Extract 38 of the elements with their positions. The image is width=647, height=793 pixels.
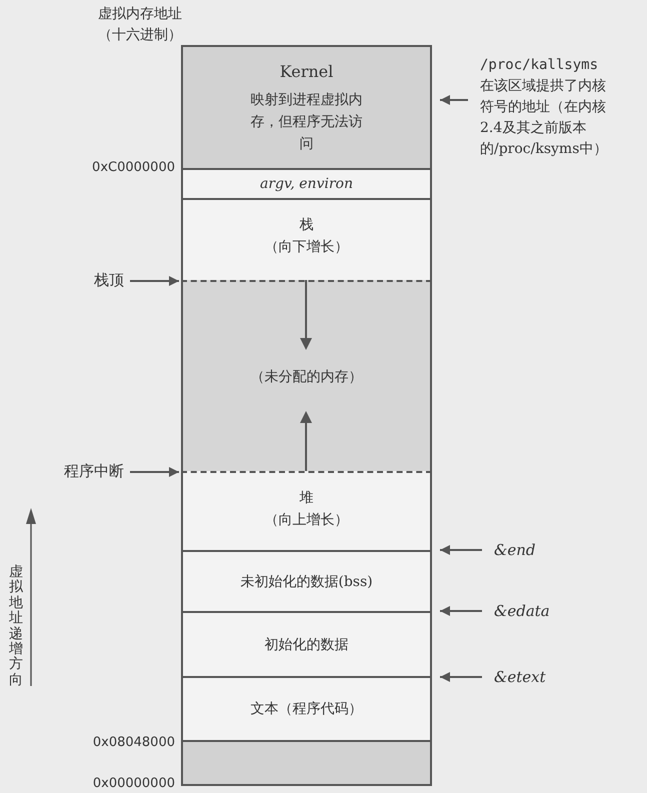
segment-label: 堆 bbox=[300, 489, 314, 508]
segment-label: 初始化的数据 bbox=[264, 636, 348, 654]
pointer-label: 程序中断 bbox=[30, 460, 124, 482]
memory-segment bbox=[181, 740, 432, 786]
axis-title: 虚拟内存地址（十六进制） bbox=[97, 5, 183, 45]
arrow bbox=[440, 606, 482, 616]
arrow bbox=[130, 276, 179, 286]
axis-label: 虚拟地址递增方向 bbox=[9, 565, 23, 688]
pointer-label: &end bbox=[494, 538, 574, 562]
memory-segment bbox=[181, 611, 432, 676]
memory-segment bbox=[181, 168, 432, 198]
segment-label: （未分配的内存） bbox=[250, 368, 362, 386]
memory-segment bbox=[181, 676, 432, 740]
arrow bbox=[440, 95, 468, 105]
segment-note: （向上增长） bbox=[264, 511, 348, 530]
file-path-label: /proc/kallsyms bbox=[480, 56, 600, 75]
segment-label: Kernel bbox=[280, 60, 334, 82]
memory-segment bbox=[181, 45, 432, 168]
address-label: 0xC0000000 bbox=[91, 160, 175, 175]
address-label: 0x00000000 bbox=[92, 776, 175, 791]
memory-segment bbox=[181, 550, 432, 611]
memory-segment bbox=[181, 280, 432, 471]
pointer-label: &edata bbox=[494, 599, 574, 623]
address-label: 0x08048000 bbox=[92, 735, 175, 750]
memory-segment bbox=[181, 471, 432, 550]
memory-segment bbox=[181, 198, 432, 280]
segment-label: 未初始化的数据(bss) bbox=[240, 572, 373, 592]
arrow bbox=[130, 467, 179, 477]
segment-note: （向下增长） bbox=[264, 238, 348, 257]
arrow bbox=[440, 545, 482, 555]
segment-label: 文本（程序代码） bbox=[250, 700, 362, 719]
segment-label: argv, environ bbox=[260, 175, 353, 194]
pointer-label: 栈顶 bbox=[78, 269, 124, 291]
segment-note: 映射到进程虚拟内存，但程序无法访问 bbox=[250, 90, 362, 154]
segment-label: 栈 bbox=[300, 216, 314, 235]
arrow bbox=[440, 672, 482, 682]
annotation-text: 在该区域提拱了内核符号的地址（在内核2.4及其之前版本的/proc/ksyms中） bbox=[480, 77, 608, 159]
pointer-label: &etext bbox=[494, 665, 574, 689]
